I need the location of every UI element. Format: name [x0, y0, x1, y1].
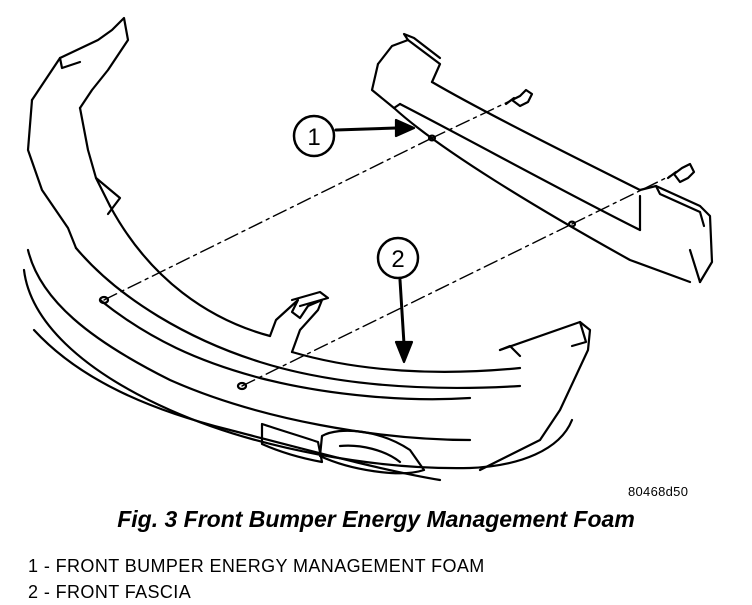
callout-1-label: 1	[307, 124, 320, 151]
front-fascia-drawing	[22, 16, 592, 482]
screw-icon	[504, 88, 534, 108]
legend-number: 2	[28, 582, 39, 602]
figure-code: 80468d50	[628, 484, 689, 499]
callout-2-label: 2	[391, 246, 404, 273]
legend-item: 1 - FRONT BUMPER ENERGY MANAGEMENT FOAM	[28, 556, 485, 576]
legend-text: FRONT FASCIA	[55, 582, 192, 602]
callout-1: 1	[292, 114, 416, 158]
legend-text: FRONT BUMPER ENERGY MANAGEMENT FOAM	[55, 556, 485, 576]
legend-number: 1	[28, 556, 39, 576]
callout-2: 2	[376, 236, 420, 364]
legend-item: 2 - FRONT FASCIA	[28, 582, 192, 602]
energy-foam-drawing	[370, 32, 714, 284]
screw-icon	[666, 162, 696, 184]
alignment-lines	[103, 99, 675, 387]
figure-caption: Fig. 3 Front Bumper Energy Management Fo…	[117, 506, 635, 532]
bumper-diagram: 1 2	[22, 16, 714, 482]
legend: 1 - FRONT BUMPER ENERGY MANAGEMENT FOAM …	[28, 553, 485, 605]
